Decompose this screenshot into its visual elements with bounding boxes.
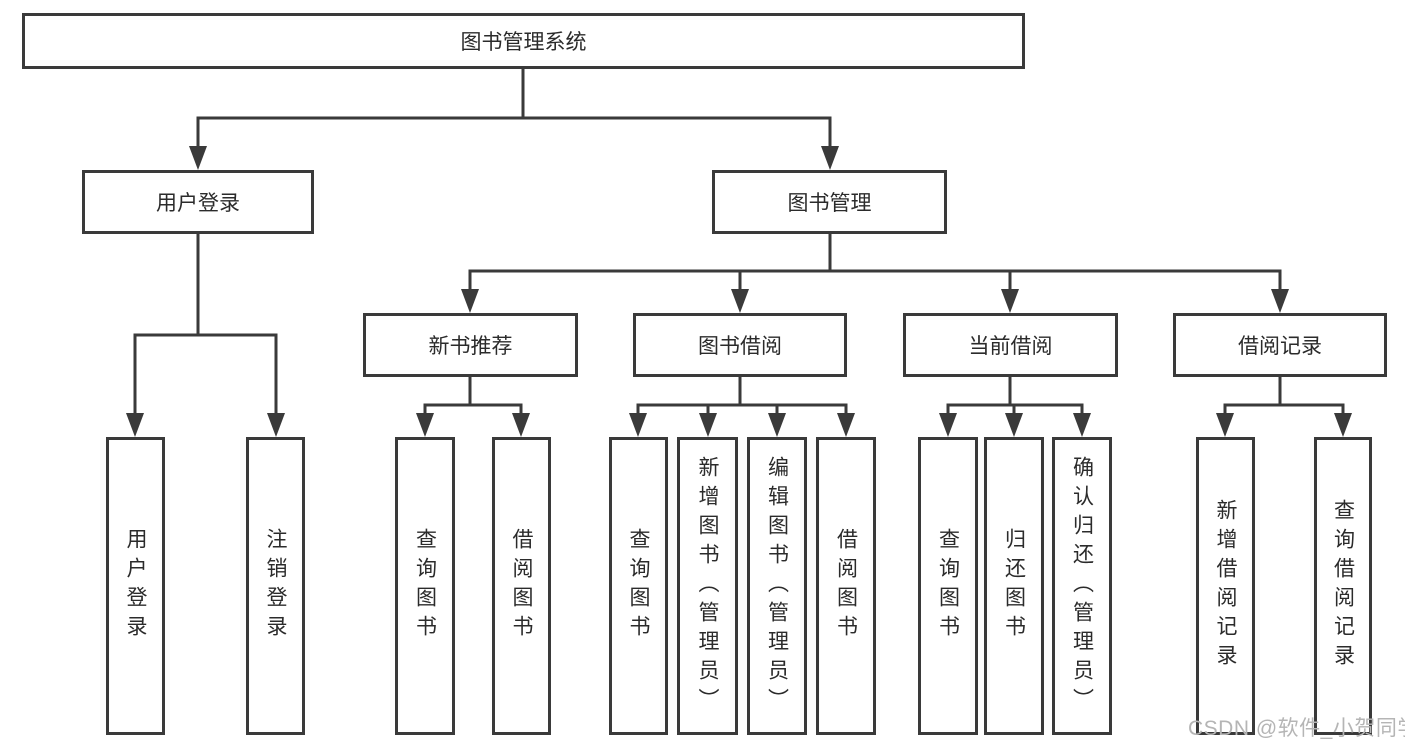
node-book-management: 图书管理 (712, 170, 947, 234)
node-label: 图书借阅 (698, 335, 782, 358)
node-current-borrow: 当前借阅 (903, 313, 1118, 377)
leaf-user-login: 用户登录 (106, 437, 165, 735)
node-label: 用户登录 (124, 528, 147, 644)
node-label: 借阅记录 (1238, 335, 1322, 358)
leaf-edit-book-admin: 编辑图书（管理员） (747, 437, 807, 735)
node-label: 图书管理系统 (460, 31, 587, 54)
leaf-logout: 注销登录 (246, 437, 305, 735)
leaf-add-book-admin: 新增图书（管理员） (677, 437, 738, 735)
node-label: 当前借阅 (968, 335, 1053, 358)
leaf-query-books-current: 查询图书 (918, 437, 978, 735)
leaf-query-books-recommend: 查询图书 (395, 437, 455, 735)
csdn-watermark: CSDN @软件_小贺同学 (1188, 717, 1405, 740)
node-label: 查询借阅记录 (1331, 499, 1355, 673)
node-label: 图书管理 (787, 192, 872, 215)
leaf-borrow-books-recommend: 借阅图书 (492, 437, 551, 735)
node-label: 查询图书 (413, 528, 437, 644)
node-label: 查询图书 (627, 528, 650, 644)
node-label: 新书推荐 (428, 335, 513, 358)
node-label: 注销登录 (264, 528, 287, 644)
node-label: 借阅图书 (834, 528, 858, 644)
node-new-book-recommend: 新书推荐 (363, 313, 578, 377)
node-label: 借阅图书 (510, 528, 533, 644)
leaf-add-borrow-record: 新增借阅记录 (1196, 437, 1255, 735)
node-label: 查询图书 (936, 528, 960, 644)
leaf-query-borrow-record: 查询借阅记录 (1314, 437, 1372, 735)
node-user-login: 用户登录 (82, 170, 314, 234)
node-book-borrow: 图书借阅 (633, 313, 847, 377)
leaf-return-book: 归还图书 (984, 437, 1044, 735)
node-label: 新增借阅记录 (1214, 499, 1237, 673)
leaf-query-books-borrow: 查询图书 (609, 437, 668, 735)
node-label: 确认归还（管理员） (1070, 455, 1094, 717)
leaf-borrow-books-borrow: 借阅图书 (816, 437, 876, 735)
node-label: 用户登录 (156, 192, 240, 215)
node-label: 归还图书 (1002, 528, 1026, 644)
node-label: 新增图书（管理员） (696, 455, 719, 717)
node-library-management-system: 图书管理系统 (22, 13, 1025, 69)
node-borrow-records: 借阅记录 (1173, 313, 1387, 377)
leaf-confirm-return-admin: 确认归还（管理员） (1052, 437, 1112, 735)
node-label: 编辑图书（管理员） (765, 455, 789, 717)
